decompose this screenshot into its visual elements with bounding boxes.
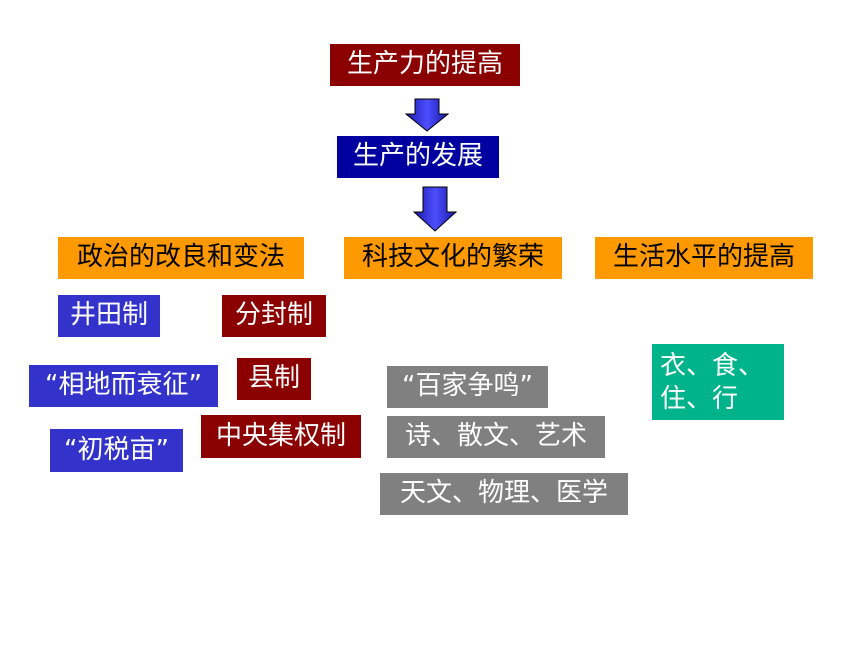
down-arrow-icon (405, 98, 449, 132)
item-baijia: “百家争鸣” (387, 366, 548, 408)
item-label: 中央集权制 (215, 420, 346, 451)
category-label: 政治的改良和变法 (76, 242, 285, 273)
item-label: 天文、物理、医学 (399, 478, 608, 509)
category-label: 科技文化的繁荣 (361, 242, 544, 273)
category-politics: 政治的改良和变法 (58, 237, 304, 279)
item-tianwen: 天文、物理、医学 (380, 473, 628, 515)
item-label: 衣、食、住、行 (660, 351, 765, 414)
down-arrow-icon (413, 186, 457, 232)
productivity-box: 生产力的提高 (330, 44, 520, 86)
item-label: 县制 (247, 363, 300, 394)
productivity-label: 生产力的提高 (346, 49, 503, 80)
item-xianzhi: 县制 (237, 358, 311, 400)
item-xiangdi: “相地而衰征” (29, 365, 218, 407)
category-culture: 科技文化的繁荣 (344, 237, 562, 279)
category-life: 生活水平的提高 (595, 237, 813, 279)
item-chushuimu: “初税亩” (50, 429, 183, 472)
item-life: 衣、食、住、行 (652, 344, 784, 420)
item-zhongyang: 中央集权制 (201, 415, 361, 458)
item-jingtian: 井田制 (58, 295, 160, 337)
item-fenfeng: 分封制 (222, 295, 326, 337)
item-label: 井田制 (69, 300, 148, 331)
item-label: “初税亩” (64, 434, 169, 465)
production-label: 生产的发展 (352, 141, 483, 172)
item-shi: 诗、散文、艺术 (387, 416, 605, 458)
item-label: “百家争鸣” (402, 371, 533, 402)
production-box: 生产的发展 (337, 136, 499, 178)
item-label: “相地而衰征” (45, 370, 202, 401)
item-label: 分封制 (234, 300, 313, 331)
category-label: 生活水平的提高 (612, 242, 795, 273)
item-label: 诗、散文、艺术 (404, 421, 587, 452)
